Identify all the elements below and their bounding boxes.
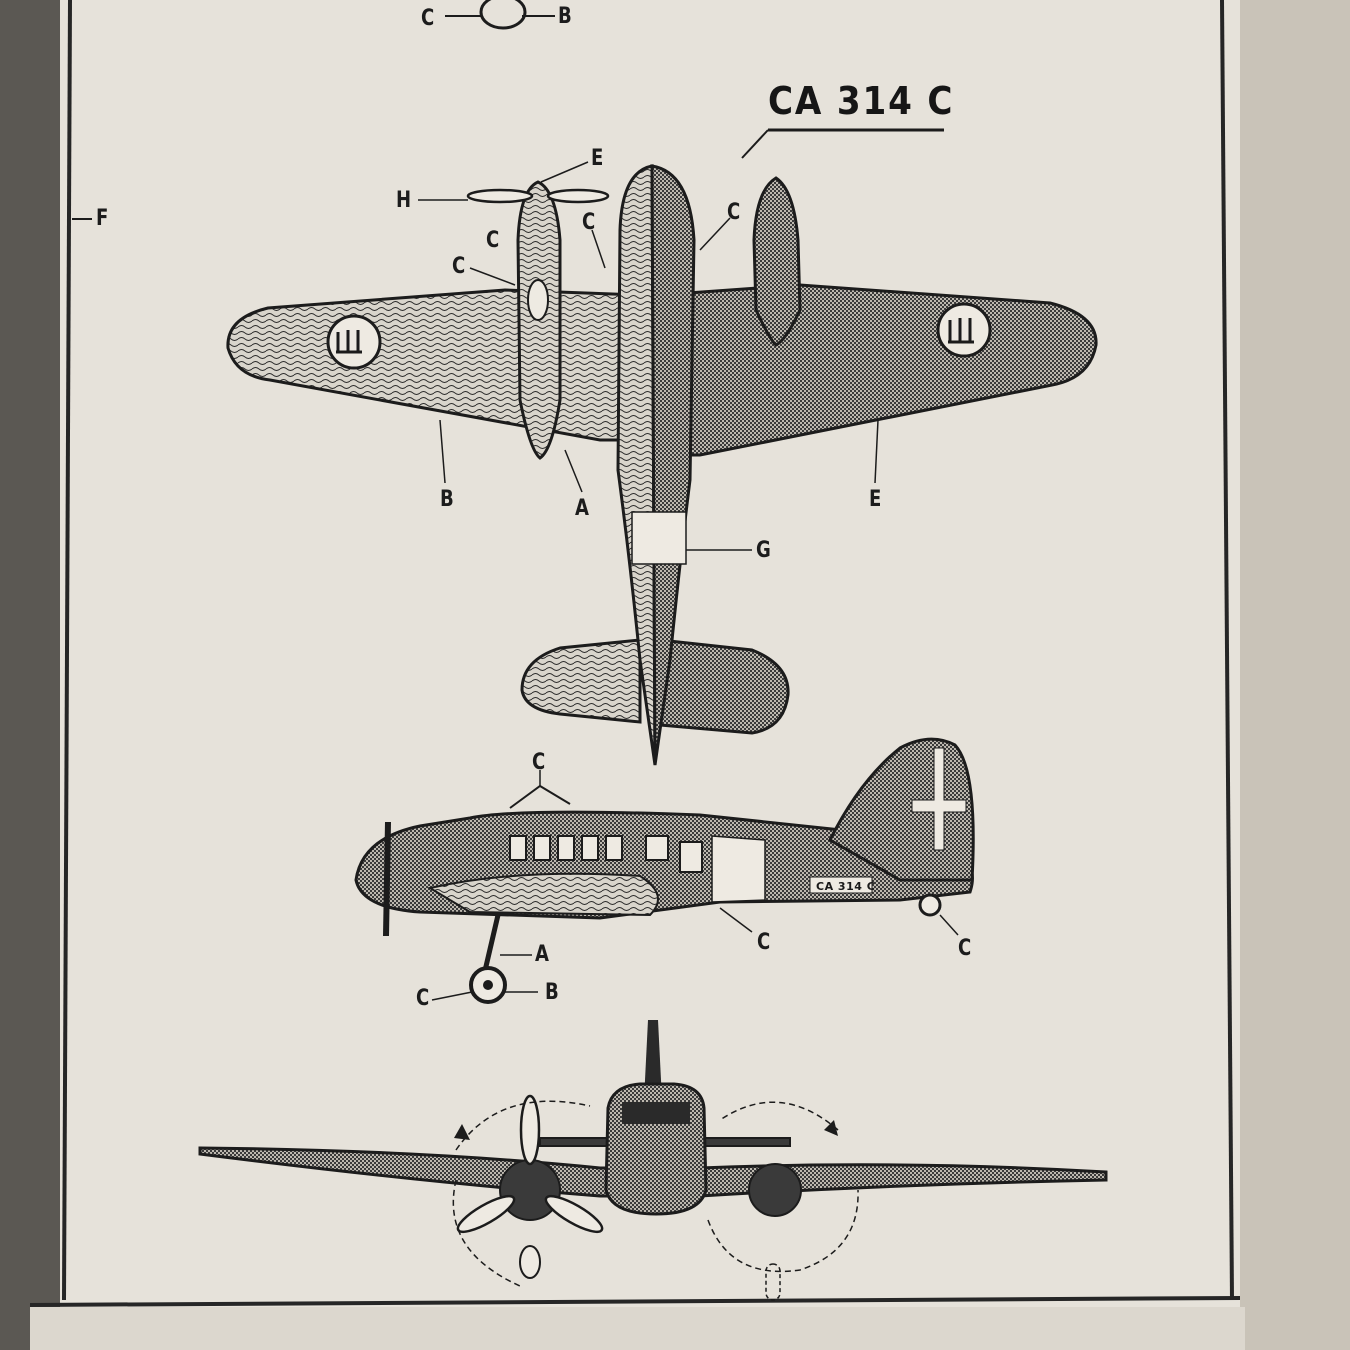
- label-c-side-top: C: [532, 750, 546, 775]
- label-b-gear: B: [545, 980, 559, 1005]
- label-c-side-tail: C: [958, 936, 972, 961]
- label-a-gear: A: [535, 942, 549, 967]
- label-e-prop: E: [591, 146, 604, 171]
- label-c-side-mid: C: [757, 930, 771, 955]
- label-b-wing: B: [440, 487, 454, 512]
- label-e-wing: E: [869, 487, 882, 512]
- label-f: F: [96, 206, 109, 231]
- plan-view-aircraft: [226, 161, 1098, 766]
- side-view-aircraft: [354, 737, 975, 1004]
- label-a-wing: A: [575, 496, 589, 521]
- front-view-aircraft: [198, 1020, 1108, 1301]
- label-h: H: [396, 188, 412, 213]
- page-title: CA 314 C: [768, 79, 955, 123]
- label-c-gear: C: [416, 986, 430, 1011]
- label-top-c: C: [421, 6, 435, 31]
- label-c-inner: C: [582, 210, 596, 235]
- label-c-right-cockpit: C: [727, 200, 741, 225]
- label-g-tail: G: [756, 538, 771, 563]
- fuselage-code-marking: CA 314 C: [816, 880, 876, 893]
- label-c-engine-left: C: [452, 254, 466, 279]
- top-wheel-fragment: [445, 0, 555, 30]
- label-top-b: B: [558, 4, 572, 29]
- label-c-spinner: C: [486, 228, 500, 253]
